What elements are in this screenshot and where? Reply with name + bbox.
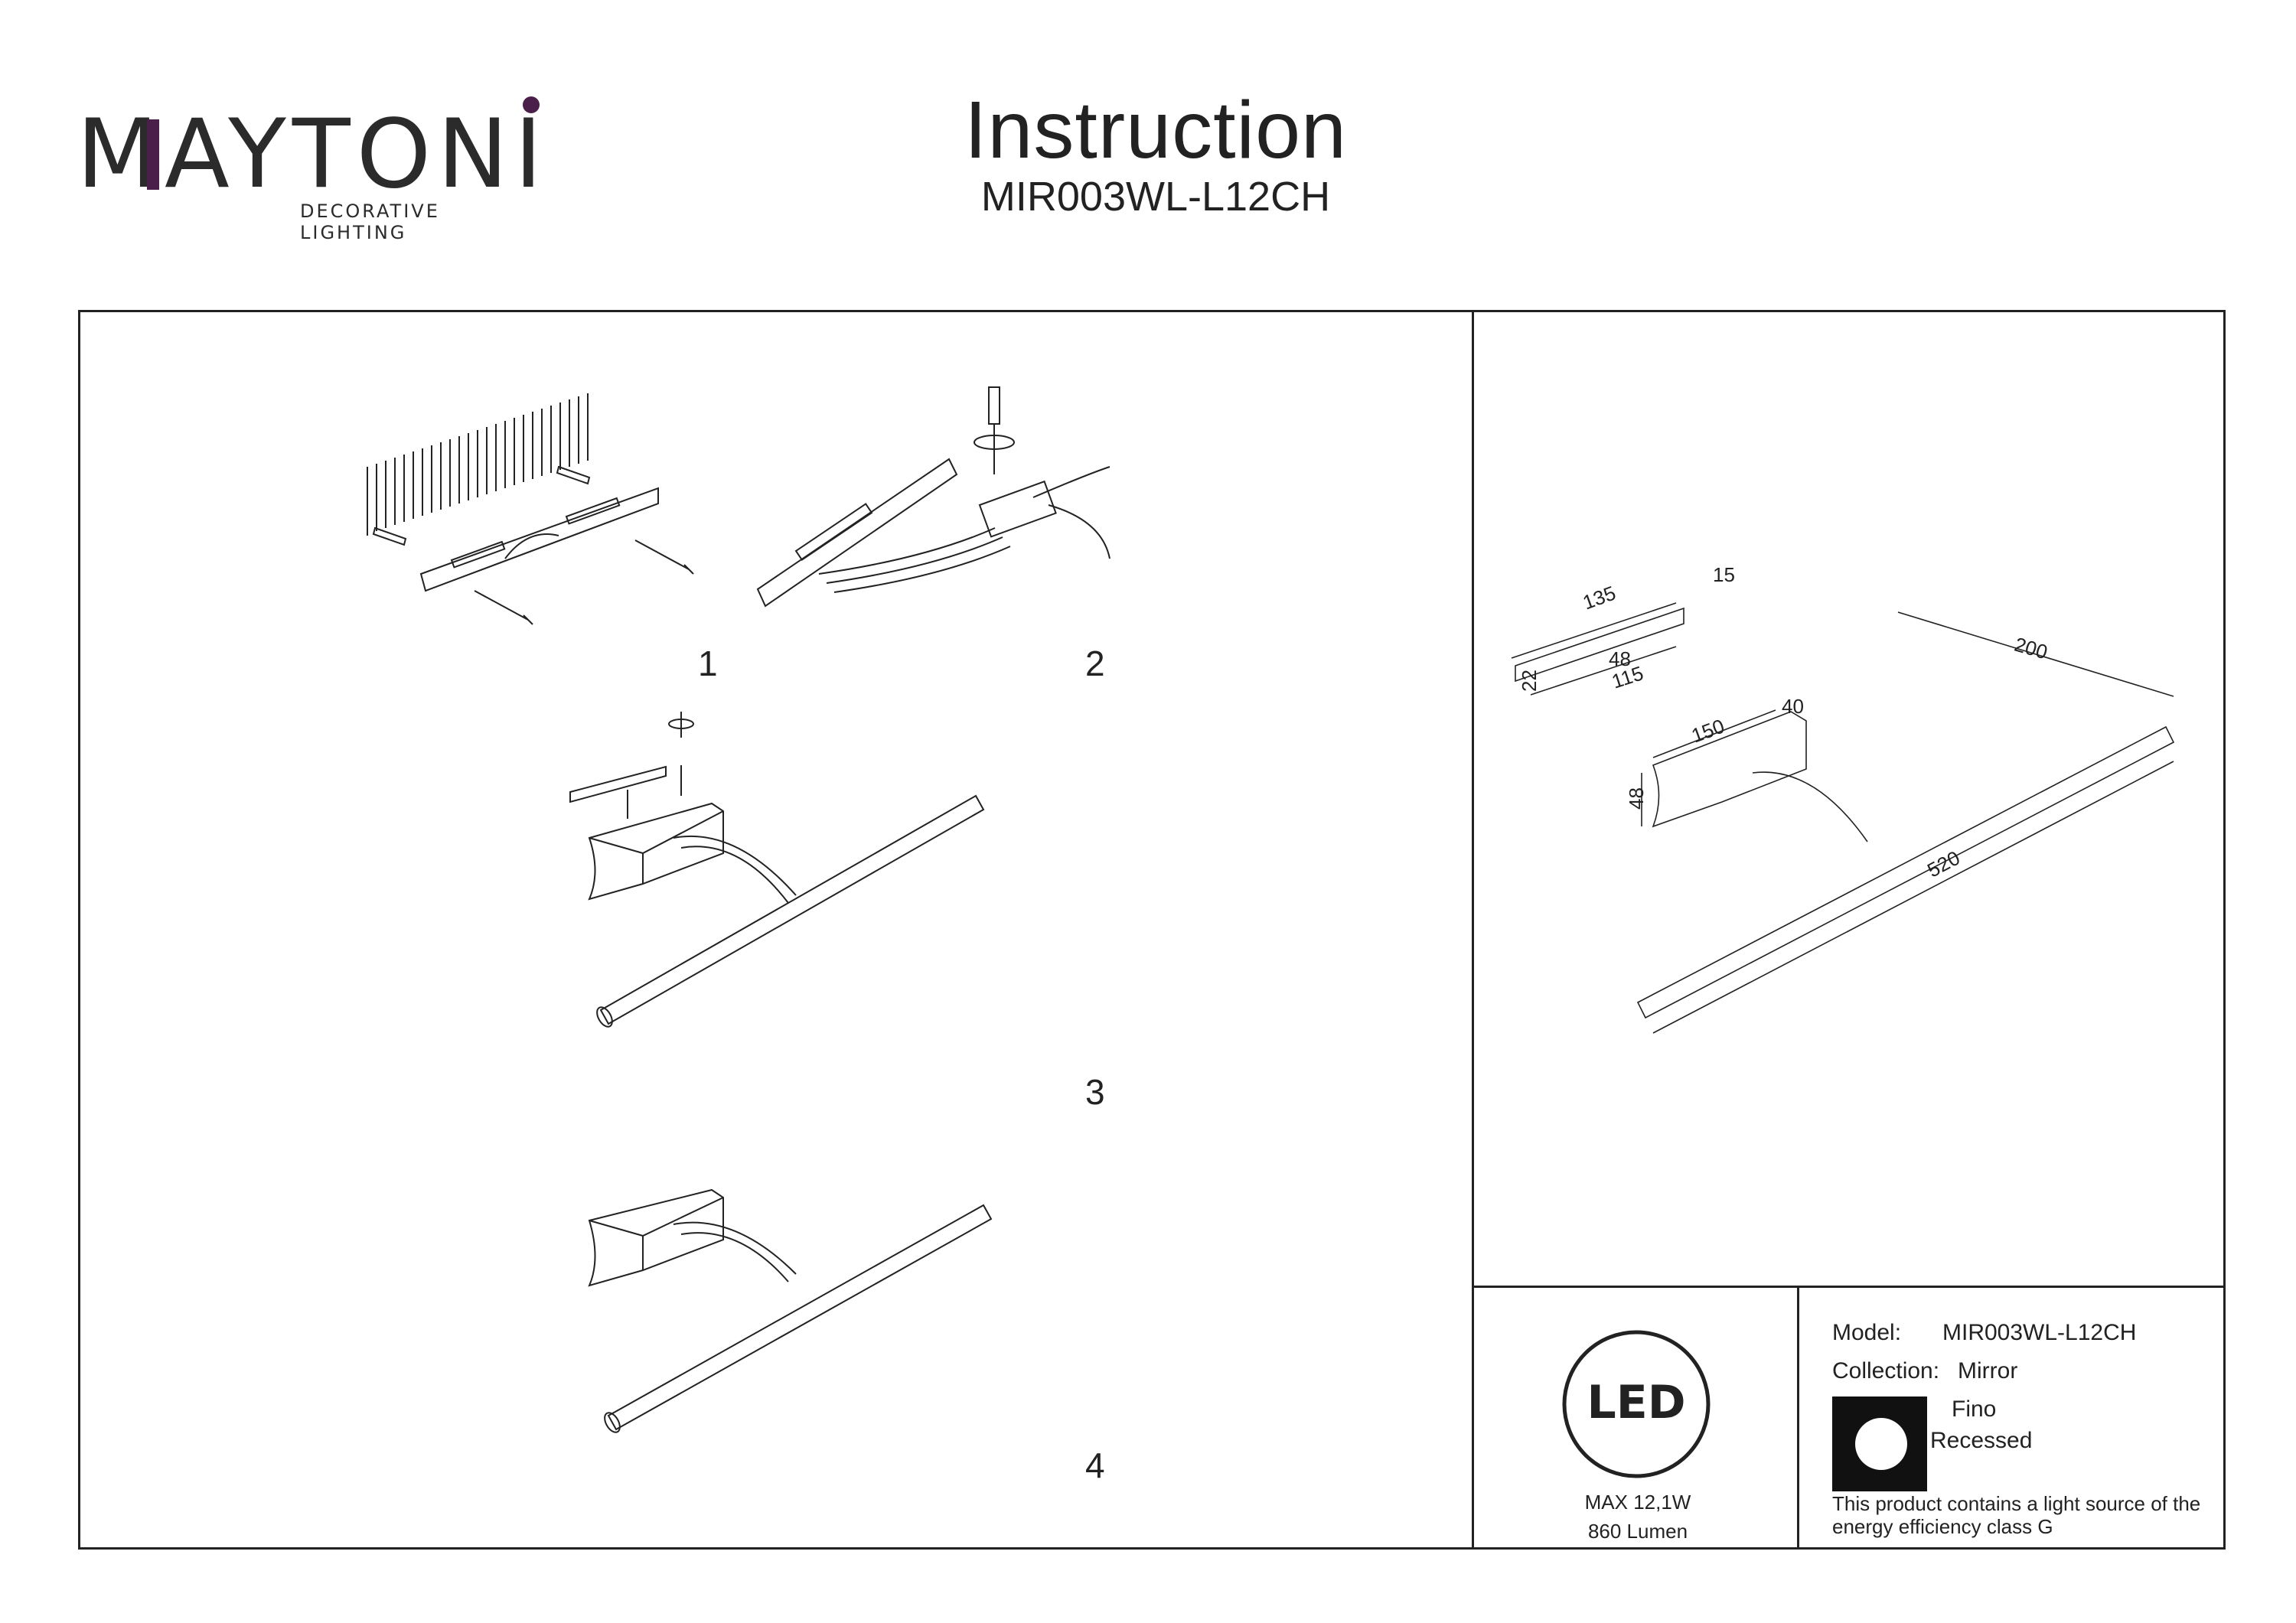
step4-diagram (588, 1188, 993, 1433)
series-name: Fino (1952, 1396, 1997, 1422)
wall-plug-right (556, 465, 591, 485)
dim-hole-spacing: 48 (1609, 647, 1631, 670)
divider-horizontal (1472, 1286, 2226, 1288)
divider-spec (1797, 1286, 1799, 1550)
maytoni-logo: MAYTONI DECORATIVE LIGHTING (77, 96, 551, 243)
bracket-slot-left (450, 540, 506, 569)
step2-diagram (756, 386, 1110, 608)
arm (673, 835, 797, 904)
instruction-frame (78, 310, 2226, 1550)
dim-line-520 (1652, 761, 2174, 1034)
base-box (588, 802, 724, 901)
mount-type: Recessed (1930, 1428, 2033, 1453)
wall-hatch (367, 393, 589, 536)
mount-bracket (569, 765, 667, 803)
bracket-notch (504, 533, 559, 559)
divider-vertical (1472, 310, 1474, 1550)
arm (673, 1221, 797, 1282)
model-subtitle: MIR003WL-L12CH (980, 174, 1331, 220)
supply-wires (1032, 466, 1110, 559)
bracket-outline (1515, 607, 1684, 683)
rotate-icon (974, 435, 1015, 450)
energy-note-2: energy efficiency class G (1832, 1515, 2053, 1538)
step1-diagram (367, 393, 694, 625)
step-number-1: 1 (698, 644, 718, 683)
terminal-block (978, 480, 1057, 538)
screwdriver-icon (988, 386, 1000, 474)
dimension-drawing (1511, 602, 2175, 1034)
step-number-2: 2 (1085, 644, 1105, 683)
collection-label: Collection: (1832, 1358, 1940, 1383)
screw-right (634, 539, 694, 575)
wall-plug-left (372, 526, 407, 546)
logo-dot (523, 96, 540, 113)
dim-line-200 (1897, 611, 2174, 697)
bracket-side (756, 458, 958, 608)
light-bar (607, 1204, 993, 1431)
step-number-4: 4 (1085, 1445, 1105, 1485)
bracket-slot-right (565, 497, 621, 525)
recessed-icon (1832, 1396, 1927, 1491)
luminous-flux: 860 Lumen (1587, 1520, 1688, 1543)
screw-left (474, 590, 533, 625)
dim-line-115 (1530, 646, 1677, 696)
rotate-icon (668, 712, 694, 738)
step3-diagram (569, 712, 985, 1028)
energy-note-1: This product contains a light source of … (1832, 1492, 2201, 1515)
bracket-slot (794, 503, 873, 561)
wall-bracket (419, 487, 659, 592)
wire-bundle (818, 527, 1011, 593)
collection-value: Mirror (1958, 1358, 2018, 1383)
logo-accent-bar (147, 119, 159, 190)
led-badge-text: LED (1587, 1376, 1685, 1429)
page-title: Instruction (964, 85, 1347, 175)
led-badge-icon: LED (1562, 1330, 1711, 1478)
light-bar (1636, 725, 2175, 1019)
model-label: Model: (1832, 1320, 1902, 1345)
dim-line-135 (1511, 602, 1677, 659)
dim-line-150 (1652, 709, 1776, 758)
bar-end-cap (604, 1412, 621, 1433)
arm (1752, 771, 1868, 842)
dim-base-height: 48 (1624, 787, 1648, 810)
max-power: MAX 12,1W (1584, 1491, 1691, 1514)
model-value: MIR003WL-L12CH (1942, 1320, 2137, 1345)
logo-text-end: I (514, 99, 549, 210)
base-outline (1652, 711, 1807, 828)
logo-text: MAYTON (77, 99, 515, 210)
mount-screws (627, 765, 682, 819)
step-number-3: 3 (1085, 1072, 1105, 1112)
light-bar (599, 794, 985, 1025)
logo-tagline: DECORATIVE LIGHTING (300, 200, 440, 243)
dim-base-depth: 40 (1782, 695, 1804, 718)
bar-end-cap (596, 1006, 613, 1028)
dim-bracket-height: 22 (1517, 670, 1541, 692)
dim-bracket-depth: 15 (1713, 563, 1735, 586)
base-box (588, 1188, 724, 1287)
